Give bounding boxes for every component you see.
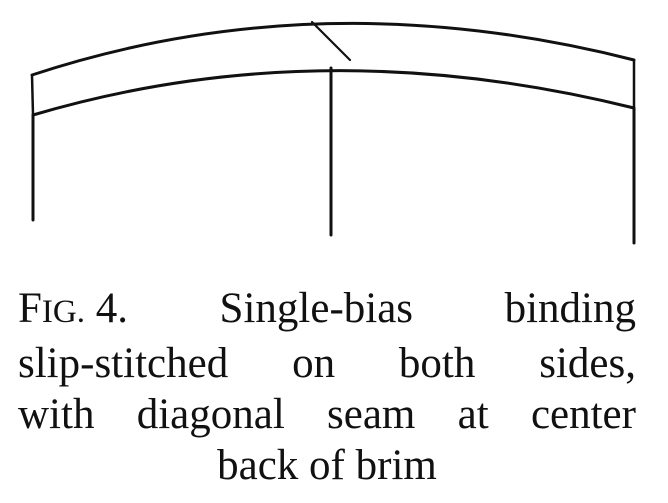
caption-word: slip-stitched xyxy=(18,340,229,387)
brim-binding-diagram xyxy=(30,20,636,245)
figure-label: FIG. 4. xyxy=(18,283,128,338)
fig-prefix-big: F xyxy=(18,285,42,332)
caption-word: at xyxy=(457,391,489,438)
caption-line-1: FIG. 4. Single-bias binding xyxy=(18,283,636,338)
binding-bottom-edge xyxy=(31,69,636,117)
caption-word: with xyxy=(18,391,95,438)
fig-prefix-small: IG. xyxy=(41,294,85,330)
binding-left-end xyxy=(30,73,35,117)
caption-word: diagonal xyxy=(136,391,285,438)
caption-line-4: back of brim xyxy=(217,442,437,489)
caption-word: seam xyxy=(327,391,416,438)
caption-word: on xyxy=(292,340,336,387)
figure-caption: FIG. 4. Single-bias binding slip-stitche… xyxy=(18,283,636,491)
caption-word: center xyxy=(530,391,636,438)
figure-number: 4. xyxy=(95,285,128,332)
caption-word: binding xyxy=(504,285,636,332)
caption-word: both xyxy=(398,340,476,387)
caption-word: Single-bias xyxy=(219,285,414,332)
caption-line-3: with diagonal seam at center xyxy=(18,389,636,440)
caption-word: sides, xyxy=(539,340,636,387)
caption-line-2: slip-stitched on both sides, xyxy=(18,338,636,389)
binding-top-edge xyxy=(30,21,636,77)
diagonal-seam xyxy=(310,20,352,62)
